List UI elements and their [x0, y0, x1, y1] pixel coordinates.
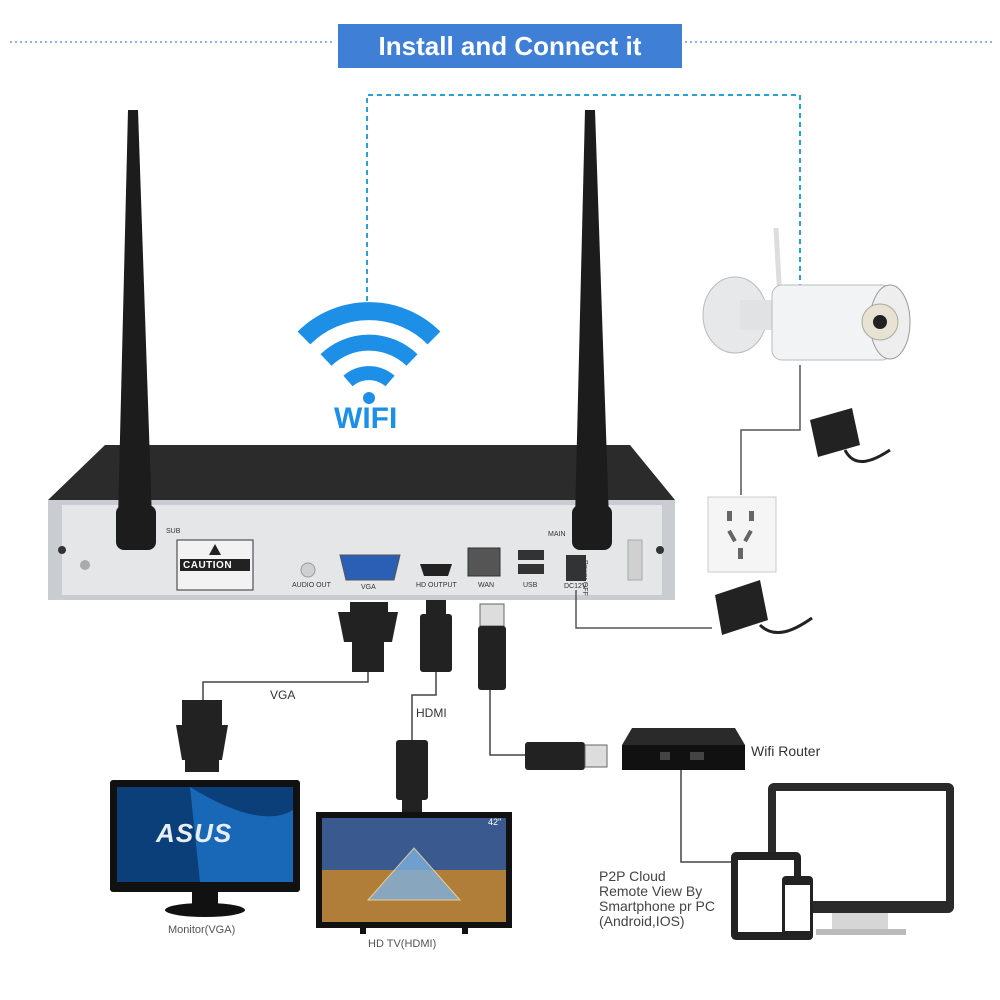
router-to-devices-line: [680, 770, 760, 863]
power-adapter-icon: [810, 408, 891, 463]
wall-outlet-icon: [707, 496, 777, 573]
vga-port-label: VGA: [361, 584, 376, 591]
p2p-line-3: Smartphone pr PC: [599, 898, 715, 914]
wan-port: [467, 547, 501, 577]
wan-port-label: WAN: [478, 582, 495, 589]
monitor-label: Monitor(VGA): [168, 924, 236, 936]
caution-label: CAUTION: [183, 560, 233, 571]
camera-power-line: [740, 365, 801, 495]
smartphone-device: [782, 876, 813, 940]
wifi-label: WIFI: [334, 402, 398, 435]
router-label: Wifi Router: [751, 743, 821, 759]
antenna-icon: [572, 110, 612, 550]
tv-label: HD TV(HDMI): [368, 938, 437, 950]
hdmi-cable: [396, 600, 452, 814]
antenna-sub-label: SUB: [166, 528, 181, 535]
nvr-recorder: [48, 445, 675, 600]
wifi-link-dashed-line: [366, 94, 801, 310]
p2p-line-4: (Android,IOS): [599, 913, 685, 929]
audio-out-port: [300, 562, 316, 578]
vga-port: [339, 554, 401, 581]
audio-out-label: AUDIO OUT: [292, 582, 331, 589]
vga-cable: [176, 602, 398, 772]
camera-icon: [702, 227, 911, 361]
power-adapter-icon: [715, 580, 813, 635]
nvr-power-line: [575, 590, 712, 629]
dc12v-label: DC12V: [564, 583, 587, 590]
lan-cable: [478, 603, 608, 770]
tv-size-label: 42": [488, 817, 502, 827]
antenna-main-label: MAIN: [548, 531, 566, 538]
hdmi-port: [420, 564, 452, 576]
monitor-brand: ASUS: [156, 818, 233, 848]
monitor-device: [110, 780, 300, 917]
hdmi-cable-label: HDMI: [416, 706, 447, 720]
usb-port-label: USB: [523, 582, 538, 589]
dc12v-port: [566, 555, 586, 581]
p2p-line-2: Remote View By: [599, 883, 703, 899]
wifi-router: [622, 728, 745, 770]
vga-cable-label: VGA: [270, 688, 296, 702]
hd-output-label: HD OUTPUT: [416, 582, 457, 589]
antenna-icon: [116, 110, 156, 550]
wifi-icon: [297, 302, 441, 404]
usb-port-2: [518, 564, 544, 574]
tv-device: [316, 812, 512, 934]
page-title: Install and Connect it: [338, 24, 682, 68]
power-switch-label: Power OFF: [581, 560, 588, 596]
p2p-line-1: P2P Cloud: [599, 868, 666, 884]
p2p-cloud-text: P2P Cloud Remote View By Smartphone pr P…: [599, 869, 769, 929]
usb-port-1: [518, 550, 544, 560]
